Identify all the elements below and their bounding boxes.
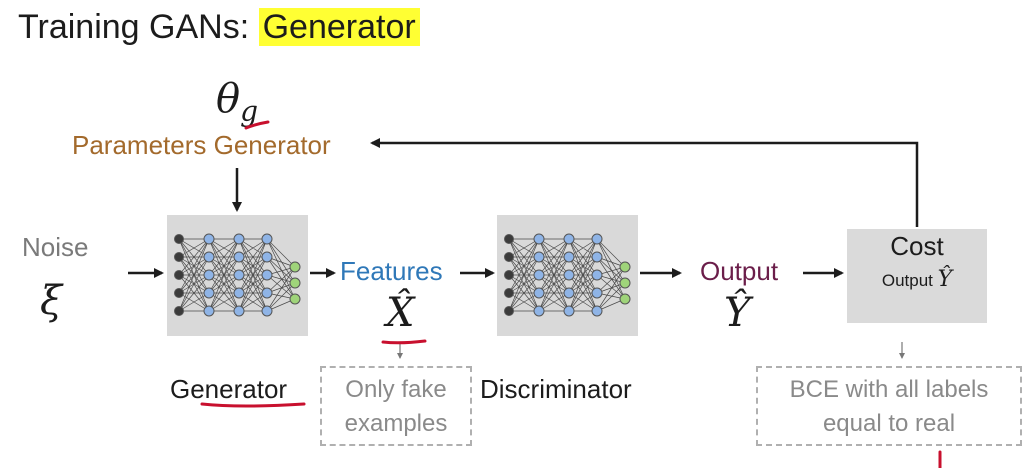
theta-symbol: θ (216, 76, 241, 122)
parameters-generator-label: Parameters Generator (72, 130, 331, 160)
title-highlight: Generator (258, 8, 420, 46)
bce-note: BCE with all labels equal to real (756, 366, 1022, 446)
cost-sub-text: Output (881, 271, 933, 290)
theta-subscript: g (240, 95, 259, 128)
output-label: Output (700, 256, 779, 286)
slide-title: Training GANs: Generator (18, 8, 420, 47)
annotation-underline-xhat (381, 339, 427, 345)
annotation-underline-g (244, 120, 270, 130)
arrow-cost-to-params (370, 138, 919, 227)
output-symbol: Ŷ (724, 290, 751, 336)
cost-sub-symbol: Ŷ (937, 267, 953, 292)
discriminator-label: Discriminator (480, 374, 632, 404)
theta-g-symbol: θg (216, 76, 258, 128)
noise-label: Noise (22, 232, 89, 262)
discriminator-network-icon (504, 233, 631, 317)
bce-note-line1: BCE with all labels (789, 376, 989, 403)
generator-label: Generator (170, 374, 288, 404)
generator-network-box (167, 215, 308, 336)
cost-sub-label: Output Ŷ (847, 267, 987, 292)
fake-note-line1: Only fake (345, 376, 447, 403)
fake-note-line2: examples (344, 410, 448, 437)
bce-note-line2: equal to real (822, 410, 956, 437)
features-symbol: X̂ (386, 290, 415, 336)
fake-examples-note: Only fake examples (320, 366, 472, 446)
annotation-underline-generator (200, 402, 306, 408)
discriminator-network-box (497, 215, 638, 336)
noise-symbol: ξ (40, 278, 63, 324)
title-prefix: Training GANs: (18, 8, 259, 46)
cost-box: Cost Output Ŷ (847, 229, 987, 323)
generator-network-icon (174, 233, 301, 317)
features-label: Features (340, 256, 443, 286)
cost-label: Cost (890, 231, 944, 261)
